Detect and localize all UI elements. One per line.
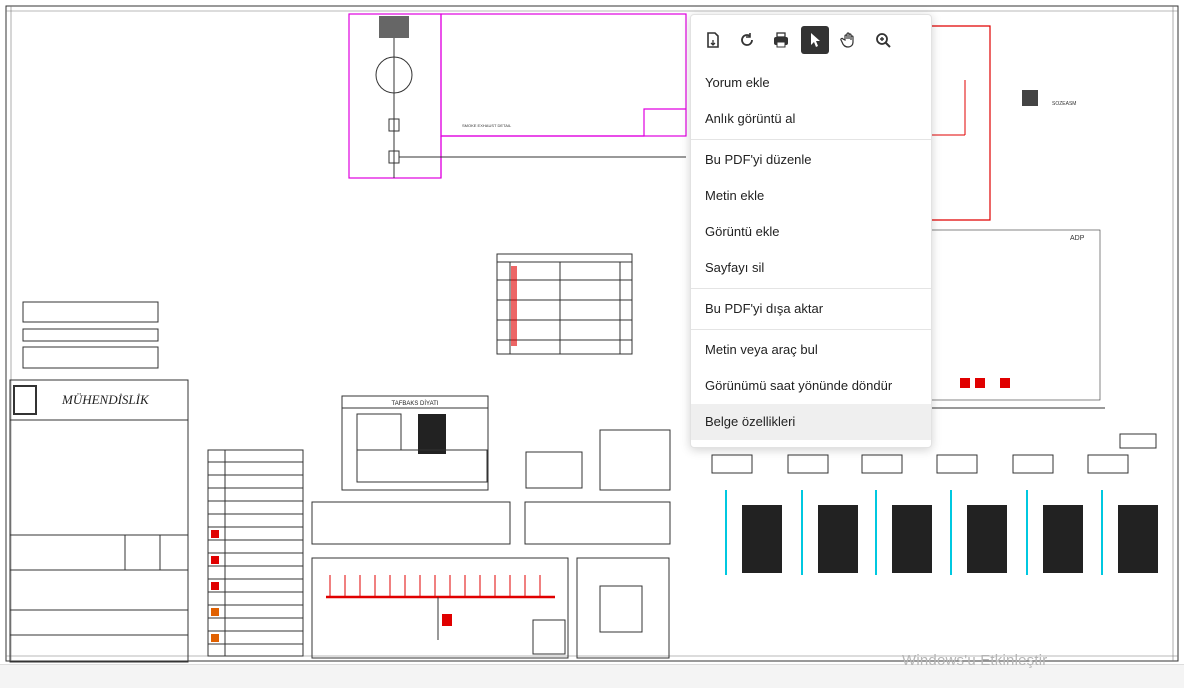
svg-text:MÜHENDİSLİK: MÜHENDİSLİK <box>61 392 150 407</box>
print-icon[interactable] <box>767 26 795 54</box>
zoom-in-icon[interactable] <box>869 26 897 54</box>
menu-item-add-image[interactable]: Görüntü ekle <box>705 224 780 239</box>
refresh-icon[interactable] <box>733 26 761 54</box>
menu-separator <box>691 139 931 140</box>
svg-text:SMOKE EXHAUST DETAIL: SMOKE EXHAUST DETAIL <box>462 123 512 128</box>
menu-separator <box>691 329 931 330</box>
menu-item-document-properties[interactable]: Belge özellikleri <box>691 404 931 440</box>
hand-icon[interactable] <box>835 26 863 54</box>
legend-table <box>207 449 304 657</box>
svg-text:ADP: ADP <box>1070 235 1085 242</box>
menu-item-rotate-view[interactable]: Görünümü saat yönünde döndür <box>705 378 893 393</box>
menu-item-add-text[interactable]: Metin ekle <box>705 188 765 203</box>
menu-item-export-pdf[interactable]: Bu PDF'yi dışa aktar <box>705 301 824 316</box>
center-table <box>496 253 633 355</box>
document-icon[interactable] <box>699 26 727 54</box>
select-arrow-icon[interactable] <box>801 26 829 54</box>
menu-item-add-comment[interactable]: Yorum ekle <box>705 75 770 90</box>
svg-text:TAFBAKS DİYATI: TAFBAKS DİYATI <box>391 400 438 407</box>
bottom-bar <box>0 664 1184 688</box>
context-menu: Yorum ekle Anlık görüntü al Bu PDF'yi dü… <box>690 14 932 448</box>
busbar-diagram <box>311 557 569 659</box>
menu-item-edit-pdf[interactable]: Bu PDF'yi düzenle <box>705 152 812 167</box>
context-menu-toolbar <box>691 15 931 65</box>
windows-activation-watermark: Windows'u Etkinleştir <box>902 652 1048 669</box>
menu-item-find-text-or-tool[interactable]: Metin veya araç bul <box>705 342 818 357</box>
panel-diagram: TAFBAKS DİYATI <box>341 395 489 491</box>
menu-item-delete-page[interactable]: Sayfayı sil <box>705 260 765 275</box>
magenta-schematic: SMOKE EXHAUST DETAIL <box>348 13 687 179</box>
right-red-schematic: SOZEASM ADP <box>929 25 1157 449</box>
svg-text:SOZEASM: SOZEASM <box>1052 101 1076 107</box>
device-columns <box>711 454 1158 575</box>
menu-item-take-snapshot[interactable]: Anlık görüntü al <box>705 111 796 126</box>
menu-separator <box>691 288 931 289</box>
title-block: MÜHENDİSLİK <box>9 379 189 663</box>
drawing-frame <box>5 5 1179 662</box>
equipment-layout <box>576 557 670 659</box>
